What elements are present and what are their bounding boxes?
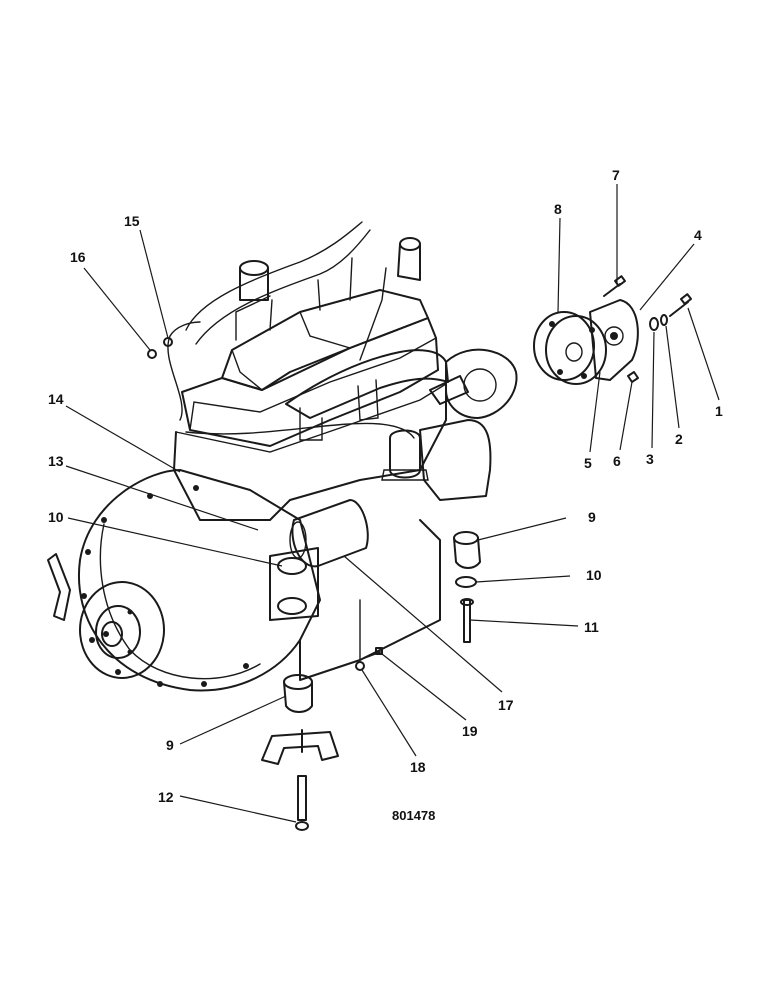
callout-7: 7 <box>612 167 620 183</box>
sump <box>299 519 441 681</box>
water-pump <box>445 348 518 419</box>
coupling-disc <box>533 311 595 381</box>
callout-16: 16 <box>70 249 86 265</box>
outlet-rear <box>399 237 421 251</box>
callout-19: 19 <box>462 723 478 739</box>
mount-rubber-9 <box>453 531 479 545</box>
callout-5: 5 <box>584 455 592 471</box>
callout-9-lower: 9 <box>166 737 174 753</box>
callout-1: 1 <box>715 403 723 419</box>
callout-14: 14 <box>48 391 64 407</box>
callout-11: 11 <box>584 619 599 635</box>
bolt-7 <box>603 283 621 297</box>
rocker-cover <box>221 289 429 391</box>
washer-18 <box>355 661 365 671</box>
leader-lines <box>65 184 720 823</box>
injection-pump <box>419 419 492 501</box>
bell-face <box>79 581 165 679</box>
callout-13: 13 <box>48 453 64 469</box>
rear-mount-parts <box>453 531 481 643</box>
outlet-front <box>239 260 269 276</box>
cylinder-block <box>173 383 447 521</box>
callout-10-left: 10 <box>48 509 64 525</box>
nut-6 <box>627 371 639 383</box>
callout-9: 9 <box>588 509 596 525</box>
callout-4: 4 <box>694 227 702 243</box>
injector-pipes <box>185 221 363 331</box>
callout-10: 10 <box>586 567 602 583</box>
bolt-12 <box>297 775 307 821</box>
engine-assembly <box>47 221 518 692</box>
mount-boss-front <box>277 557 307 575</box>
mount-bracket <box>261 731 339 765</box>
lifting-lug <box>47 553 71 621</box>
washer-10 <box>455 576 477 588</box>
manifold <box>285 349 449 419</box>
callout-15: 15 <box>124 213 140 229</box>
small-fasteners <box>147 337 383 671</box>
callout-17: 17 <box>498 697 514 713</box>
bolt-11 <box>463 599 471 643</box>
drawing-number: 801478 <box>392 808 435 823</box>
callout-3: 3 <box>646 451 654 467</box>
starter-motor <box>291 499 369 568</box>
callout-labels: 1 2 3 4 5 6 7 8 9 10 11 12 13 14 15 16 1… <box>48 167 723 823</box>
callout-6: 6 <box>613 453 621 469</box>
coupling-assembly <box>533 275 692 385</box>
callout-12: 12 <box>158 789 174 805</box>
mount-rubber-9-lower <box>283 674 313 690</box>
front-mount-parts <box>261 674 339 831</box>
washer <box>649 317 659 331</box>
item-16 <box>147 349 157 359</box>
callout-18: 18 <box>410 759 426 775</box>
callout-8: 8 <box>554 201 562 217</box>
callout-2: 2 <box>675 431 683 447</box>
coupling-flange <box>589 299 639 381</box>
